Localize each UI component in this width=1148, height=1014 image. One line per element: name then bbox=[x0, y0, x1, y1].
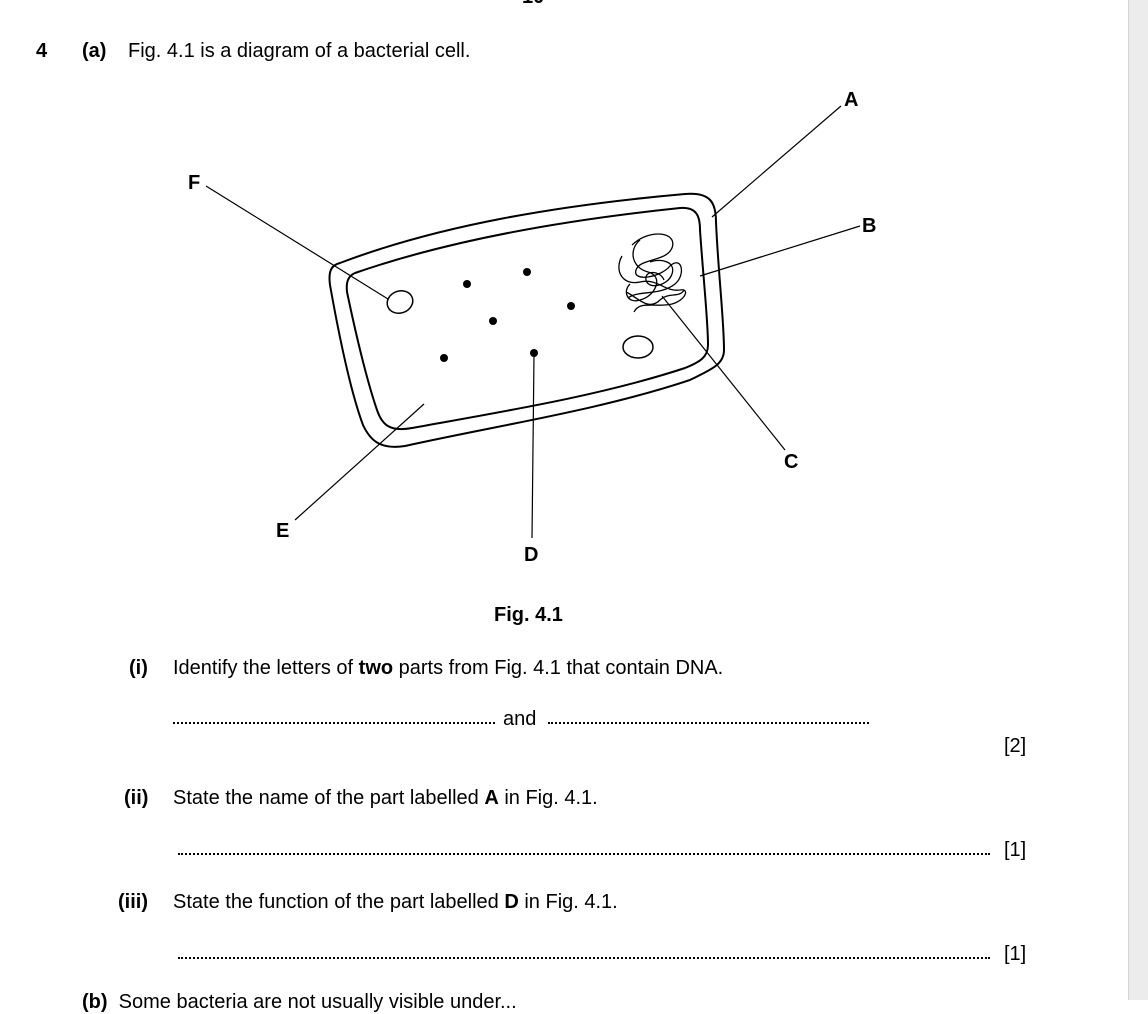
label-d: D bbox=[524, 544, 538, 566]
answer-line-ii[interactable] bbox=[178, 853, 990, 855]
sub-iii-label: (iii) bbox=[118, 891, 148, 913]
part-b-partial: (b) Some bacteria are not usually visibl… bbox=[82, 991, 517, 1013]
part-a-label: (a) bbox=[82, 40, 107, 62]
sub-i-label: (i) bbox=[129, 657, 148, 679]
answer-joiner: and bbox=[503, 708, 537, 730]
sub-iii-question: State the function of the part labelled … bbox=[173, 891, 618, 913]
question-number: 4 bbox=[36, 40, 48, 62]
figure-caption: Fig. 4.1 bbox=[494, 604, 563, 626]
plasmid-f bbox=[386, 289, 414, 315]
sub-ii-label: (ii) bbox=[124, 787, 149, 809]
ribosomes bbox=[440, 268, 575, 362]
cell-wall-outline bbox=[328, 192, 726, 448]
marks-iii: [1] bbox=[1004, 943, 1027, 965]
answer-line-i-2[interactable] bbox=[548, 722, 869, 724]
sub-ii-question: State the name of the part labelled A in… bbox=[173, 787, 598, 809]
label-a: A bbox=[844, 89, 858, 111]
label-e: E bbox=[276, 520, 289, 542]
label-c: C bbox=[784, 451, 798, 473]
label-f: F bbox=[188, 172, 200, 194]
marks-ii: [1] bbox=[1004, 839, 1027, 861]
page-number: 10 bbox=[522, 0, 544, 9]
label-b: B bbox=[862, 215, 876, 237]
bacterial-cell-diagram: A B C D E F bbox=[188, 89, 876, 566]
answer-line-iii[interactable] bbox=[178, 957, 990, 959]
sub-i-question: Identify the letters of two parts from F… bbox=[173, 657, 724, 679]
label-leader-lines bbox=[205, 105, 861, 539]
part-a-intro: Fig. 4.1 is a diagram of a bacterial cel… bbox=[128, 40, 471, 62]
plasmid bbox=[622, 335, 654, 359]
answer-line-i-1[interactable] bbox=[173, 722, 495, 724]
cell-membrane-outline bbox=[345, 206, 710, 430]
marks-i: [2] bbox=[1004, 735, 1027, 757]
chromosome-tangle bbox=[618, 233, 687, 313]
page-edge-strip bbox=[1128, 0, 1148, 1000]
